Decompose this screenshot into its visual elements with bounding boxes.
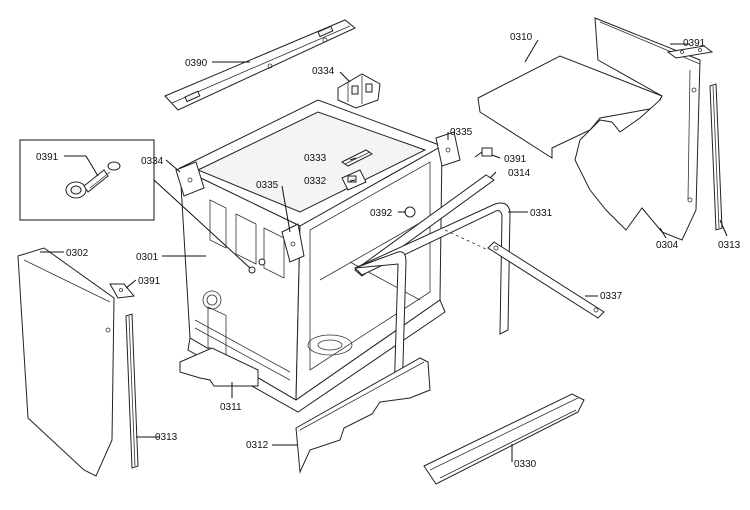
part-0302-side-panel (17, 247, 115, 477)
part-0391-screw-tub (248, 258, 266, 274)
part-labels: 0390 0334 0310 0391 0391 0334 0335 0333 … (36, 32, 741, 470)
label-0302: 0302 (66, 248, 89, 259)
part-0333-hinge-small (341, 149, 373, 167)
label-0335-right: 0335 (450, 127, 473, 138)
part-0314-rail (354, 174, 495, 277)
label-0392: 0392 (370, 208, 393, 219)
part-0391-screw-right (474, 147, 493, 158)
label-0304: 0304 (656, 240, 679, 251)
part-0391-bracket-top-right (666, 45, 714, 59)
part-0334-clip-left (175, 161, 205, 197)
label-0310: 0310 (510, 32, 533, 43)
part-0390-top-plate (164, 19, 356, 111)
label-0391-right: 0391 (504, 154, 527, 165)
part-0310-insulation-mat (477, 55, 663, 159)
label-0330: 0330 (514, 459, 537, 470)
part-0304-side-insulation (574, 17, 701, 241)
part-0330-kick-plate (423, 393, 585, 485)
label-0313-left: 0313 (155, 432, 178, 443)
part-0335-corner-left (281, 223, 305, 263)
label-0301: 0301 (136, 252, 159, 263)
part-0392-clip (404, 206, 416, 218)
label-0334-left: 0334 (141, 156, 164, 167)
part-0337-base-rail (487, 241, 605, 319)
label-0337: 0337 (600, 291, 623, 302)
part-0391-bracket-left (109, 283, 135, 299)
label-0391-left: 0391 (138, 276, 161, 287)
part-0311-plinth-left (179, 347, 259, 387)
part-0312-plinth-front (295, 357, 431, 474)
leader-lines (40, 39, 728, 462)
part-0313-left-strip (125, 313, 139, 469)
dashed-guide-0337 (444, 229, 489, 251)
label-0391-inset: 0391 (36, 152, 59, 163)
label-0334-top: 0334 (312, 66, 335, 77)
label-0333: 0333 (304, 153, 327, 164)
label-0331: 0331 (530, 208, 553, 219)
label-0311: 0311 (220, 402, 242, 413)
part-0334-clip-top (337, 73, 381, 109)
label-0332: 0332 (304, 176, 327, 187)
label-0314: 0314 (508, 168, 531, 179)
label-0391-top-right: 0391 (683, 38, 706, 49)
label-0335-left: 0335 (256, 180, 279, 191)
label-0313-right: 0313 (718, 240, 741, 251)
label-0312: 0312 (246, 440, 269, 451)
label-0390: 0390 (185, 58, 208, 69)
part-0313-right-strip (709, 83, 723, 231)
detail-inset-0391 (19, 139, 251, 269)
